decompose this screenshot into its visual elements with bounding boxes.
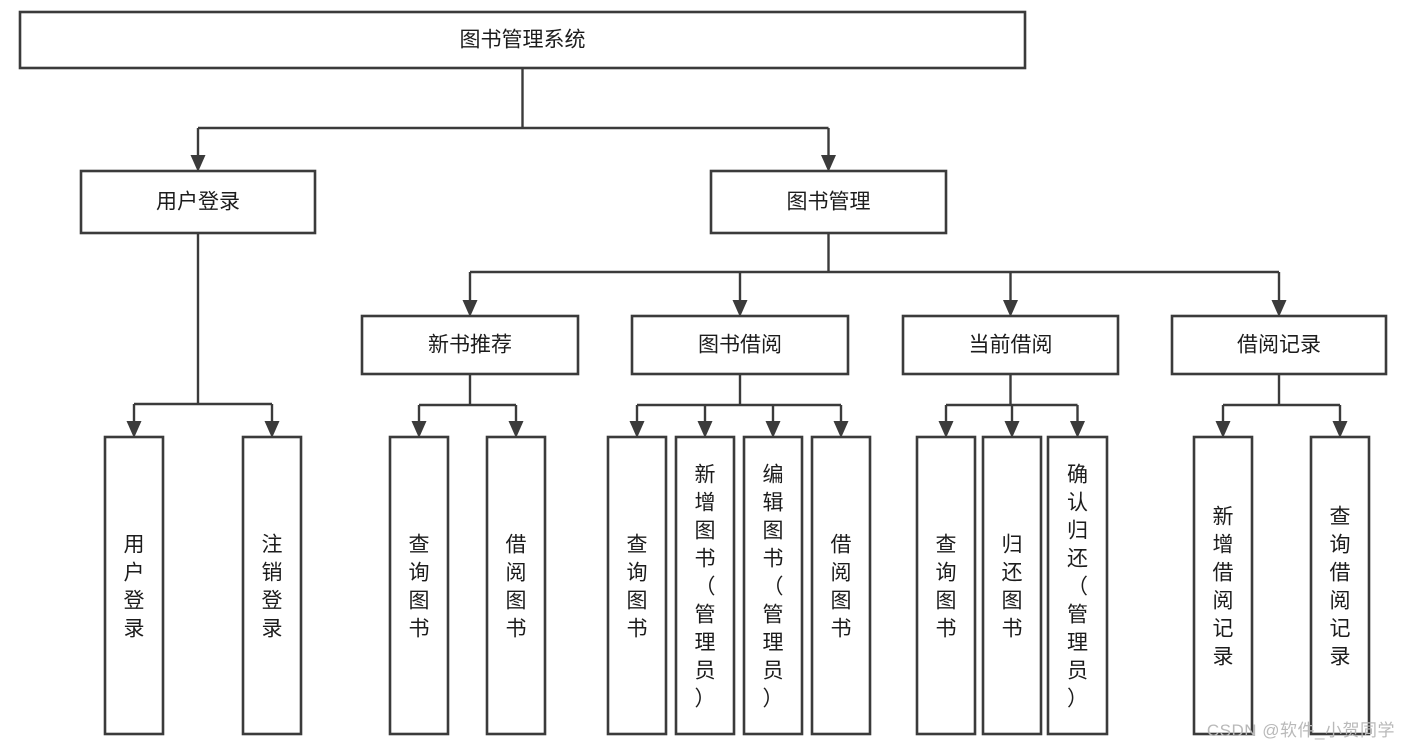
node-box[interactable] [810,435,872,736]
node-box[interactable] [742,435,804,736]
node-leaf-confirm-return-admin[interactable]: 确认归还（管理员） [1046,435,1109,736]
node-current-borrow[interactable]: 当前借阅 [901,314,1120,376]
node-root[interactable]: 图书管理系统 [18,10,1027,70]
node-new-book-recommend[interactable]: 新书推荐 [360,314,580,376]
node-borrow-record[interactable]: 借阅记录 [1170,314,1388,376]
node-box[interactable] [103,435,165,736]
arrow-head-icon [190,155,206,172]
node-leaf-borrow-book-1[interactable]: 借阅图书 [485,435,547,736]
node-box[interactable] [674,435,736,736]
node-box[interactable] [709,169,948,235]
node-book-manage[interactable]: 图书管理 [709,169,948,235]
node-label: 编辑图书（管理员） [763,463,784,710]
arrow-head-icon [938,421,954,438]
arrow-head-icon [1003,300,1018,317]
node-leaf-return-book[interactable]: 归还图书 [981,435,1043,736]
node-box[interactable] [981,435,1043,736]
node-leaf-edit-book-admin[interactable]: 编辑图书（管理员） [742,435,804,736]
connector-layer [126,68,1348,438]
arrow-head-icon [411,421,427,438]
node-layer: 图书管理系统用户登录图书管理新书推荐图书借阅当前借阅借阅记录用户登录注销登录查询… [18,10,1388,736]
node-label: 查询图书 [627,533,648,640]
node-label: 借阅记录 [1237,334,1321,357]
node-leaf-user-login[interactable]: 用户登录 [103,435,165,736]
node-leaf-query-borrow-record[interactable]: 查询借阅记录 [1309,435,1371,736]
arrow-head-icon [765,421,781,438]
arrow-head-icon [732,300,748,317]
node-leaf-query-book-3[interactable]: 查询图书 [915,435,977,736]
node-label: 图书管理系统 [460,29,586,52]
node-box[interactable] [1309,435,1371,736]
arrow-head-icon [1215,421,1231,438]
node-label: 新增借阅记录 [1213,505,1234,668]
node-box[interactable] [485,435,547,736]
node-box[interactable] [630,314,850,376]
node-leaf-query-book-2[interactable]: 查询图书 [606,435,668,736]
arrow-head-icon [508,421,524,438]
node-user-login[interactable]: 用户登录 [79,169,317,235]
arrow-head-icon [1004,421,1020,438]
node-label: 用户登录 [124,533,145,640]
arrow-head-icon [1070,421,1085,438]
node-box[interactable] [915,435,977,736]
node-label: 归还图书 [1002,533,1023,640]
node-label: 查询图书 [936,533,957,640]
node-label: 注销登录 [262,533,283,640]
node-box[interactable] [241,435,303,736]
node-label: 查询借阅记录 [1330,505,1351,668]
node-leaf-logout[interactable]: 注销登录 [241,435,303,736]
node-box[interactable] [388,435,450,736]
arrow-head-icon [833,421,849,438]
node-label: 查询图书 [409,533,430,640]
arrow-head-icon [1271,300,1287,317]
node-label: 图书管理 [787,191,871,214]
node-label: 新增图书（管理员） [695,463,716,710]
node-box[interactable] [1192,435,1254,736]
node-label: 用户登录 [156,191,240,214]
node-box[interactable] [360,314,580,376]
node-label: 当前借阅 [969,334,1053,357]
arrow-head-icon [629,421,645,438]
node-label: 图书借阅 [698,334,782,357]
node-label: 借阅图书 [506,533,527,640]
arrow-head-icon [821,155,836,172]
node-leaf-add-borrow-record[interactable]: 新增借阅记录 [1192,435,1254,736]
node-box[interactable] [1046,435,1109,736]
node-box[interactable] [1170,314,1388,376]
node-box[interactable] [18,10,1027,70]
arrow-head-icon [1332,421,1348,438]
node-leaf-query-book-1[interactable]: 查询图书 [388,435,450,736]
arrow-head-icon [462,300,478,317]
node-box[interactable] [901,314,1120,376]
node-label: 借阅图书 [831,533,852,640]
arrow-head-icon [126,421,142,438]
node-box[interactable] [79,169,317,235]
node-leaf-add-book-admin[interactable]: 新增图书（管理员） [674,435,736,736]
node-label: 新书推荐 [428,334,512,357]
node-book-borrow[interactable]: 图书借阅 [630,314,850,376]
node-label: 确认归还（管理员） [1067,463,1088,710]
arrow-head-icon [697,421,713,438]
node-leaf-borrow-book-2[interactable]: 借阅图书 [810,435,872,736]
arrow-head-icon [264,421,280,438]
node-box[interactable] [606,435,668,736]
